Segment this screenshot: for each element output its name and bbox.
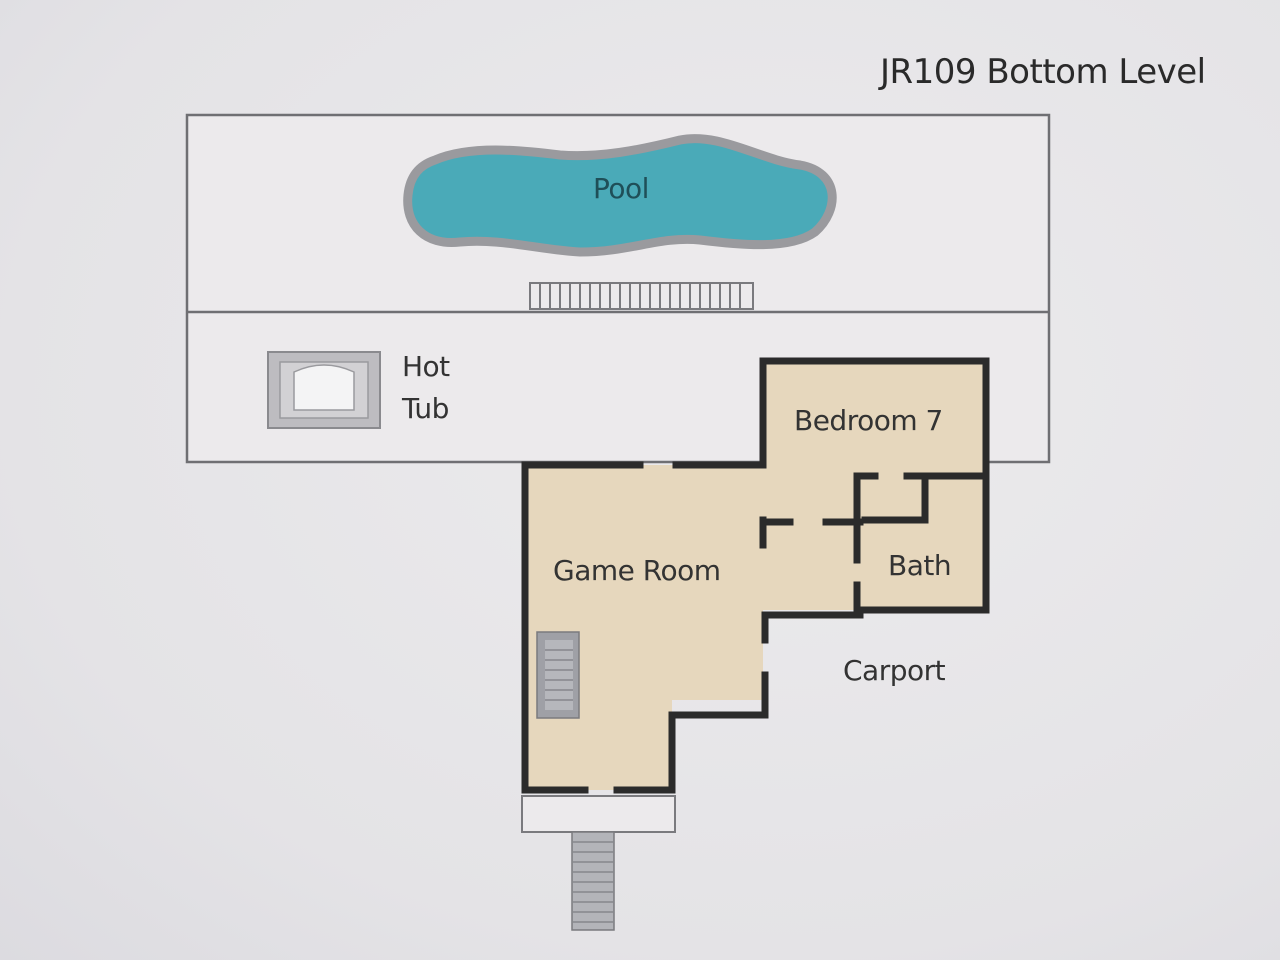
plan-title: JR109 Bottom Level [880, 52, 1206, 92]
hot-tub-shape [267, 351, 381, 429]
entry-steps [571, 831, 615, 931]
bedroom-label: Bedroom 7 [794, 404, 943, 437]
interior-stairs [536, 631, 580, 719]
game-room-label: Game Room [553, 554, 721, 587]
pool-label: Pool [593, 172, 649, 205]
hot-tub-label-line2: Tub [402, 392, 449, 425]
entry-landing [521, 795, 676, 833]
pool-railing [529, 282, 754, 310]
hot-tub-label-line1: Hot [402, 350, 450, 383]
carport-label: Carport [843, 654, 946, 687]
walls [521, 357, 990, 794]
rooms-fill [525, 361, 986, 790]
bath-label: Bath [888, 549, 952, 582]
pool-shape [403, 134, 837, 257]
